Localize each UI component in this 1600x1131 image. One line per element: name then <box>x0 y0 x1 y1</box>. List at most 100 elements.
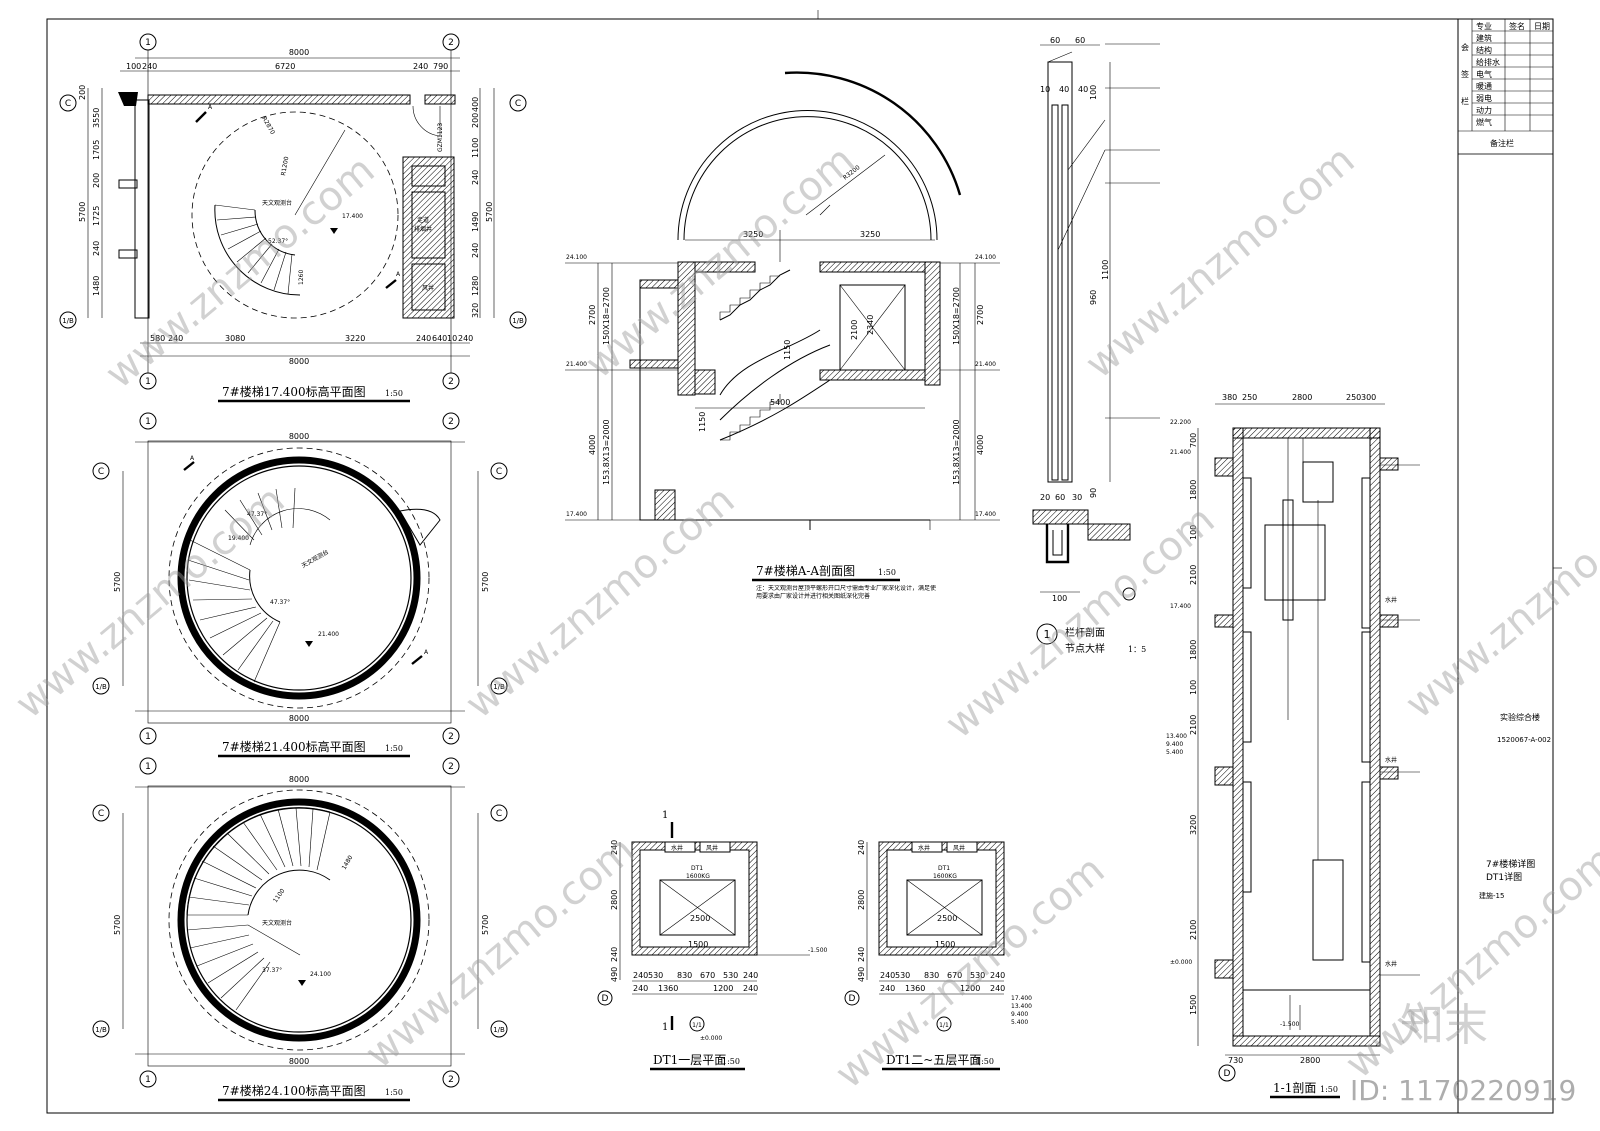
svg-text:C: C <box>515 99 521 109</box>
dim-bottom: 530 <box>970 971 985 980</box>
axis-bubble-d: D <box>1218 1064 1236 1082</box>
tb-remarks: 备注栏 <box>1490 138 1514 148</box>
tb-row: 建筑 <box>1476 33 1492 43</box>
dim-door: 1500 <box>688 940 708 949</box>
level-label: 9.400 <box>1011 1011 1028 1018</box>
angle-label: 52.37° <box>268 238 288 245</box>
angle-label: 47.37° <box>270 599 290 606</box>
svg-text:2: 2 <box>448 377 454 387</box>
svg-text:1: 1 <box>145 762 151 772</box>
drawing-title: 1-1剖面 <box>1273 1081 1316 1095</box>
level-label: 21.400 <box>1170 449 1191 456</box>
angle-label: 47.37° <box>247 511 267 518</box>
cut-number: 1 <box>662 1022 668 1033</box>
detail-dim: 100 <box>1052 594 1067 603</box>
dim-left-steps: 153.8X13=2000 <box>602 419 611 485</box>
section-11: 380 250 2800 250 300 水井 <box>1166 393 1420 1099</box>
svg-text:1/B: 1/B <box>62 317 74 325</box>
drawing-title: 7#楼梯17.400标高平面图 <box>222 384 366 399</box>
section-aa: R3200 3250 3250 5400 2100 <box>565 71 1000 600</box>
tb-vertical: 栏 <box>1461 96 1469 106</box>
axis-bubble-1b: 1/B <box>490 1020 508 1038</box>
load-label: 1600KG <box>686 873 710 880</box>
tb-row: 给排水 <box>1476 57 1500 67</box>
svg-text:1: 1 <box>145 417 151 427</box>
svg-text:1/1: 1/1 <box>692 1022 702 1029</box>
svg-text:C: C <box>496 467 502 477</box>
drawing-title: 7#楼梯24.100标高平面图 <box>222 1083 366 1098</box>
plan-24100: 1 2 1 2 C C 1/B 1/B 8000 8000 5700 5700 <box>92 757 508 1102</box>
tb-header: 日期 <box>1534 22 1550 31</box>
detail-title: 栏杆剖面 <box>1065 626 1105 639</box>
radius-label: R1200 <box>280 156 290 177</box>
level-label: 21.400 <box>566 361 587 368</box>
dim-left-steps: 150X18=2700 <box>602 287 611 345</box>
level-label: 5.400 <box>1011 1019 1028 1026</box>
svg-text:1/B: 1/B <box>95 1026 107 1034</box>
svg-text:1: 1 <box>145 732 151 742</box>
axis-bubble-1: 1 <box>139 33 157 51</box>
dim-bottom: 240 <box>743 971 758 980</box>
detail-dim: 40 <box>1078 85 1088 94</box>
dim-right: 1280 <box>471 276 480 296</box>
svg-text:1: 1 <box>145 38 151 48</box>
dim-left: 240 <box>857 840 866 855</box>
svg-text:1/1: 1/1 <box>939 1022 949 1029</box>
stair-treads <box>186 807 331 1011</box>
level-label: 24.100 <box>566 254 587 261</box>
dim-height: 100 <box>1189 525 1198 540</box>
svg-text:2: 2 <box>448 732 454 742</box>
level-label: ±0.000 <box>1170 959 1192 966</box>
level-label: 13.400 <box>1166 733 1187 740</box>
shaft-label: 风井 <box>953 844 965 852</box>
dim-bottom: 530 <box>648 971 663 980</box>
axis-bubble-1: 1 <box>139 1070 157 1088</box>
shaft-label: 水井 <box>1385 596 1397 604</box>
cut-mark: A <box>396 271 401 278</box>
axis-bubble-1: 1 <box>139 727 157 745</box>
svg-text:www.znzmo.com: www.znzmo.com <box>1077 137 1364 388</box>
dim-left: 240 <box>92 241 101 256</box>
detail-dim: 90 <box>1089 488 1098 498</box>
shaft-label: 水井 <box>918 844 930 852</box>
axis-bubble-c: C <box>509 94 527 112</box>
tb-vertical: 会 <box>1461 42 1469 52</box>
load-label: 1600KG <box>933 873 957 880</box>
level-label: 9.400 <box>1166 741 1183 748</box>
detail-dim: 10 <box>1040 85 1050 94</box>
project-number: 1520067-A-002 <box>1497 736 1551 744</box>
car-label: DT1 <box>691 865 703 872</box>
axis-bubble-d: D <box>844 990 860 1006</box>
dim-bottom: 240 <box>633 984 648 993</box>
axis-bubble-1b: 1/B <box>92 677 110 695</box>
dim-left: 490 <box>610 967 619 982</box>
dim-left: 2800 <box>610 890 619 910</box>
dim-bottom: 640 <box>432 334 447 343</box>
stair-treads <box>187 487 296 683</box>
tb-header: 签名 <box>1509 21 1525 31</box>
dim-inner: 2340 <box>866 315 875 335</box>
dim-bottom: 580 <box>150 334 165 343</box>
sheet-border <box>46 18 1554 1114</box>
stair-flight <box>719 275 781 441</box>
svg-text:D: D <box>602 994 609 1004</box>
dim-bottom: 830 <box>924 971 939 980</box>
axis-bubble-2: 2 <box>442 33 460 51</box>
level-label: 24.100 <box>310 971 331 978</box>
drawing-scale: 1:50 <box>878 568 896 577</box>
dim-bottom: 240 <box>990 984 1005 993</box>
dim-left-total: 5700 <box>78 202 87 222</box>
section-note: 注：天文观测台屋顶平螺形开口尺寸需由专业厂家深化设计，满足使用要求由厂家设计并进… <box>756 585 936 600</box>
svg-text:C: C <box>65 99 71 109</box>
detail-dim: 100 <box>1089 85 1098 100</box>
axis-bubble-c: C <box>490 462 508 480</box>
drawing-scale: 1:50 <box>385 1088 403 1097</box>
level-label: 17.400 <box>342 213 363 220</box>
dim-height: 700 <box>1189 433 1198 448</box>
dim-right-steps: 150X18=2700 <box>952 287 961 345</box>
dim-left: 200 <box>78 85 87 100</box>
tb-row: 结构 <box>1476 45 1492 55</box>
drawing-scale: 1:50 <box>976 1057 994 1066</box>
dim-right: 320 <box>471 303 480 318</box>
sheet-title: 7#楼梯详图 <box>1486 858 1535 870</box>
